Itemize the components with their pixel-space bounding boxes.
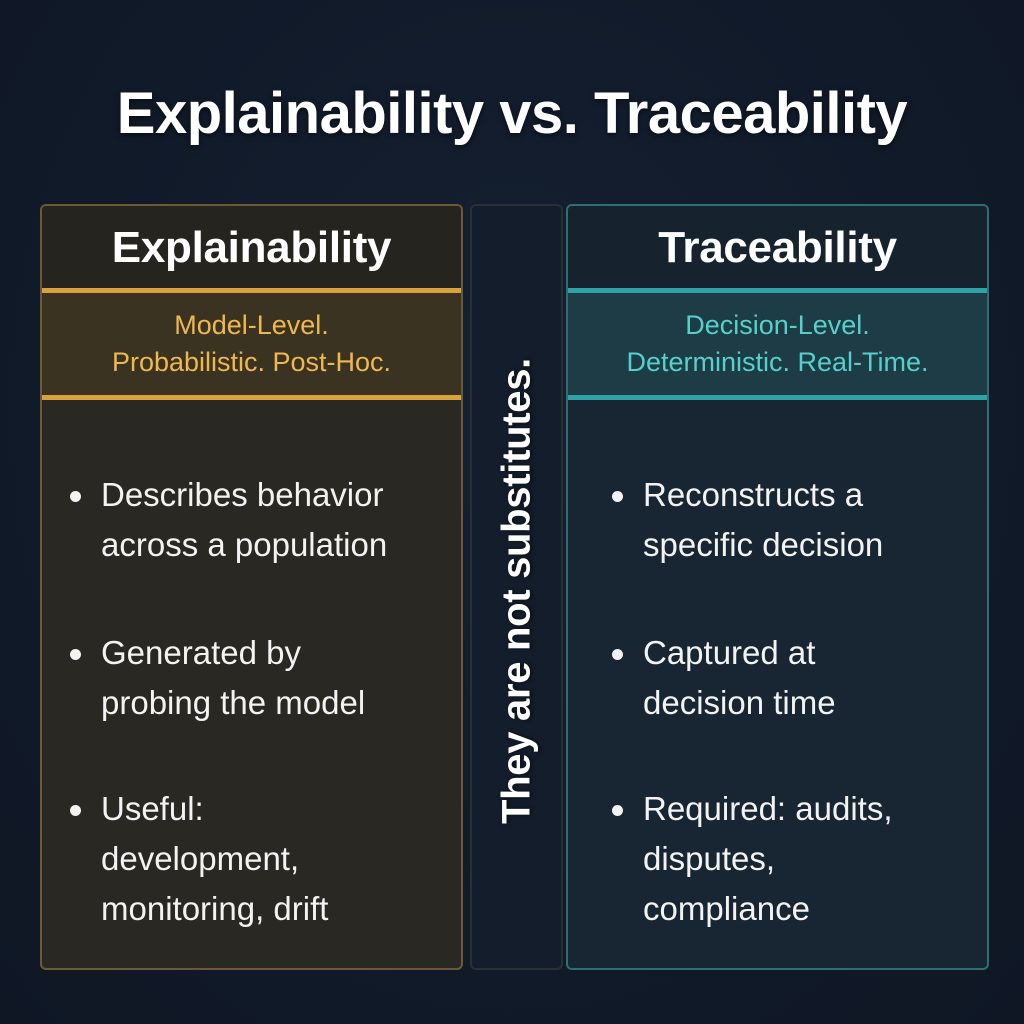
list-item: Useful: development, monitoring, drift [70, 784, 460, 934]
explainability-panel: Explainability Model-Level. Probabilisti… [40, 204, 463, 970]
explainability-subtitle-line-1: Model-Level. [174, 310, 329, 340]
bullet-text: Useful: development, monitoring, drift [101, 790, 329, 927]
bullet-text: Reconstructs a specific decision [643, 476, 884, 563]
bullet-text: Required: audits, disputes, compliance [643, 790, 893, 927]
explainability-bullet-list: Describes behavior across a population G… [42, 400, 461, 968]
explainability-subtitle: Model-Level. Probabilistic. Post-Hoc. [42, 288, 461, 400]
bullet-text: Captured at decision time [643, 634, 836, 721]
bullet-text: Generated by probing the model [101, 634, 366, 721]
bullet-text: Describes behavior across a population [101, 476, 388, 563]
traceability-subtitle-line-2: Deterministic. Real-Time. [626, 347, 929, 377]
bullet-icon [70, 491, 81, 502]
list-item: Reconstructs a specific decision [612, 470, 982, 570]
bullet-icon [612, 491, 623, 502]
bullet-icon [70, 805, 81, 816]
explainability-subtitle-line-2: Probabilistic. Post-Hoc. [111, 347, 392, 377]
traceability-subtitle-line-1: Decision-Level. [685, 310, 870, 340]
divider-statement: They are not substitutes. [494, 358, 538, 824]
explainability-heading: Explainability [42, 206, 461, 290]
bullet-icon [612, 805, 623, 816]
list-item: Required: audits, disputes, compliance [612, 784, 982, 934]
traceability-panel: Traceability Decision-Level. Determinist… [566, 204, 989, 970]
bullet-icon [70, 649, 81, 660]
list-item: Generated by probing the model [70, 628, 460, 728]
divider-panel: They are not substitutes. [470, 204, 563, 970]
list-item: Captured at decision time [612, 628, 982, 728]
traceability-heading: Traceability [568, 206, 987, 290]
traceability-subtitle: Decision-Level. Deterministic. Real-Time… [568, 288, 987, 400]
bullet-icon [612, 649, 623, 660]
traceability-bullet-list: Reconstructs a specific decision Capture… [568, 400, 987, 968]
page-title: Explainability vs. Traceability [116, 81, 908, 146]
list-item: Describes behavior across a population [70, 470, 460, 570]
